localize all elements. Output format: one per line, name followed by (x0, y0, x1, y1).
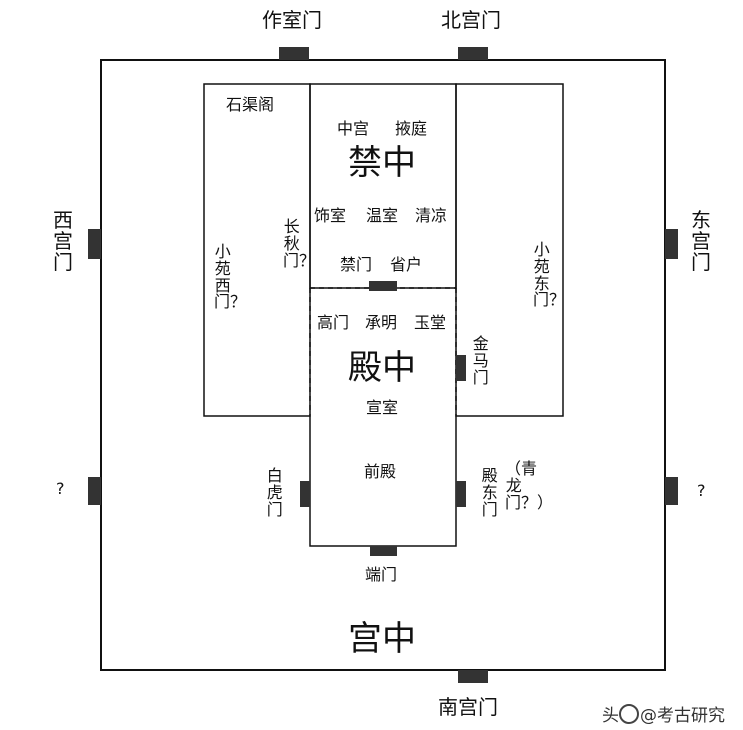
yutang-label: 玉堂 (414, 313, 447, 332)
watermark-logo-icon (619, 704, 639, 724)
xiaoyuan-east-gate-label: 小苑东门？ (533, 240, 566, 310)
donggong-gate-label: 东宫门 (691, 208, 711, 274)
gate-marker-duanmen (370, 546, 397, 556)
duanmen-label: 端门 (365, 565, 398, 584)
gate-marker-zuoshi (279, 47, 309, 60)
nangong-gate-label: 南宫门 (438, 695, 498, 719)
gate-marker-jinmen (369, 281, 397, 291)
shiqu-pavilion-label: 石渠阁 (226, 95, 275, 114)
watermark: 头 @考古研究 (602, 704, 725, 725)
xigong-gate-label: 西宫门 (53, 208, 73, 274)
outer-palace-wall (100, 59, 666, 671)
west-unknown-gate-label: ? (56, 479, 65, 498)
gate-marker-nangong (458, 670, 488, 683)
qiandian-label: 前殿 (364, 462, 397, 481)
gate-marker-diandong (456, 481, 466, 507)
gate-marker-west-unknown (88, 477, 101, 505)
qingliang-label: 清凉 (415, 206, 448, 225)
wenshi-label: 温室 (366, 206, 399, 225)
zuoshi-gate-label: 作室门 (262, 8, 322, 32)
yeting-label: 掖庭 (395, 119, 428, 138)
jinzhong-block (309, 83, 457, 289)
front-hall-block (309, 416, 457, 547)
diandong-gate-label: 殿东门 (481, 466, 498, 519)
gate-marker-beigong (458, 47, 488, 60)
gate-marker-jinma (456, 355, 466, 381)
gaomen-label: 高门 (317, 313, 350, 332)
east-unknown-gate-label: ? (697, 481, 706, 500)
jinma-gate-label: 金马门 (472, 334, 489, 387)
jinzhong-title: 禁中 (348, 143, 416, 183)
gate-marker-xigong (88, 229, 101, 259)
gate-marker-baihu (300, 481, 310, 507)
xuanshi-label: 宣室 (366, 398, 399, 417)
qinglong-gate-label: （青龙门？） (505, 459, 554, 512)
gate-marker-donggong (665, 229, 678, 259)
gate-marker-east-unknown (665, 477, 678, 505)
zhonggong-label: 中宫 (337, 119, 370, 138)
baihu-gate-label: 白虎门 (266, 466, 283, 519)
jinmen-label: 禁门 (340, 255, 373, 274)
shishi-label: 饰室 (314, 206, 347, 225)
watermark-account: @考古研究 (640, 706, 725, 726)
shenghu-label: 省户 (390, 255, 423, 274)
xiaoyuan-west-gate-label: 小苑西门？ (214, 242, 247, 312)
dianzhong-title: 殿中 (348, 348, 416, 388)
chengming-label: 承明 (365, 313, 398, 332)
changqiu-gate-label: 长秋门？ (283, 217, 316, 270)
beigong-gate-label: 北宫门 (441, 8, 501, 32)
watermark-prefix: 头 (602, 706, 619, 726)
gongzhong-title: 宫中 (348, 619, 416, 659)
